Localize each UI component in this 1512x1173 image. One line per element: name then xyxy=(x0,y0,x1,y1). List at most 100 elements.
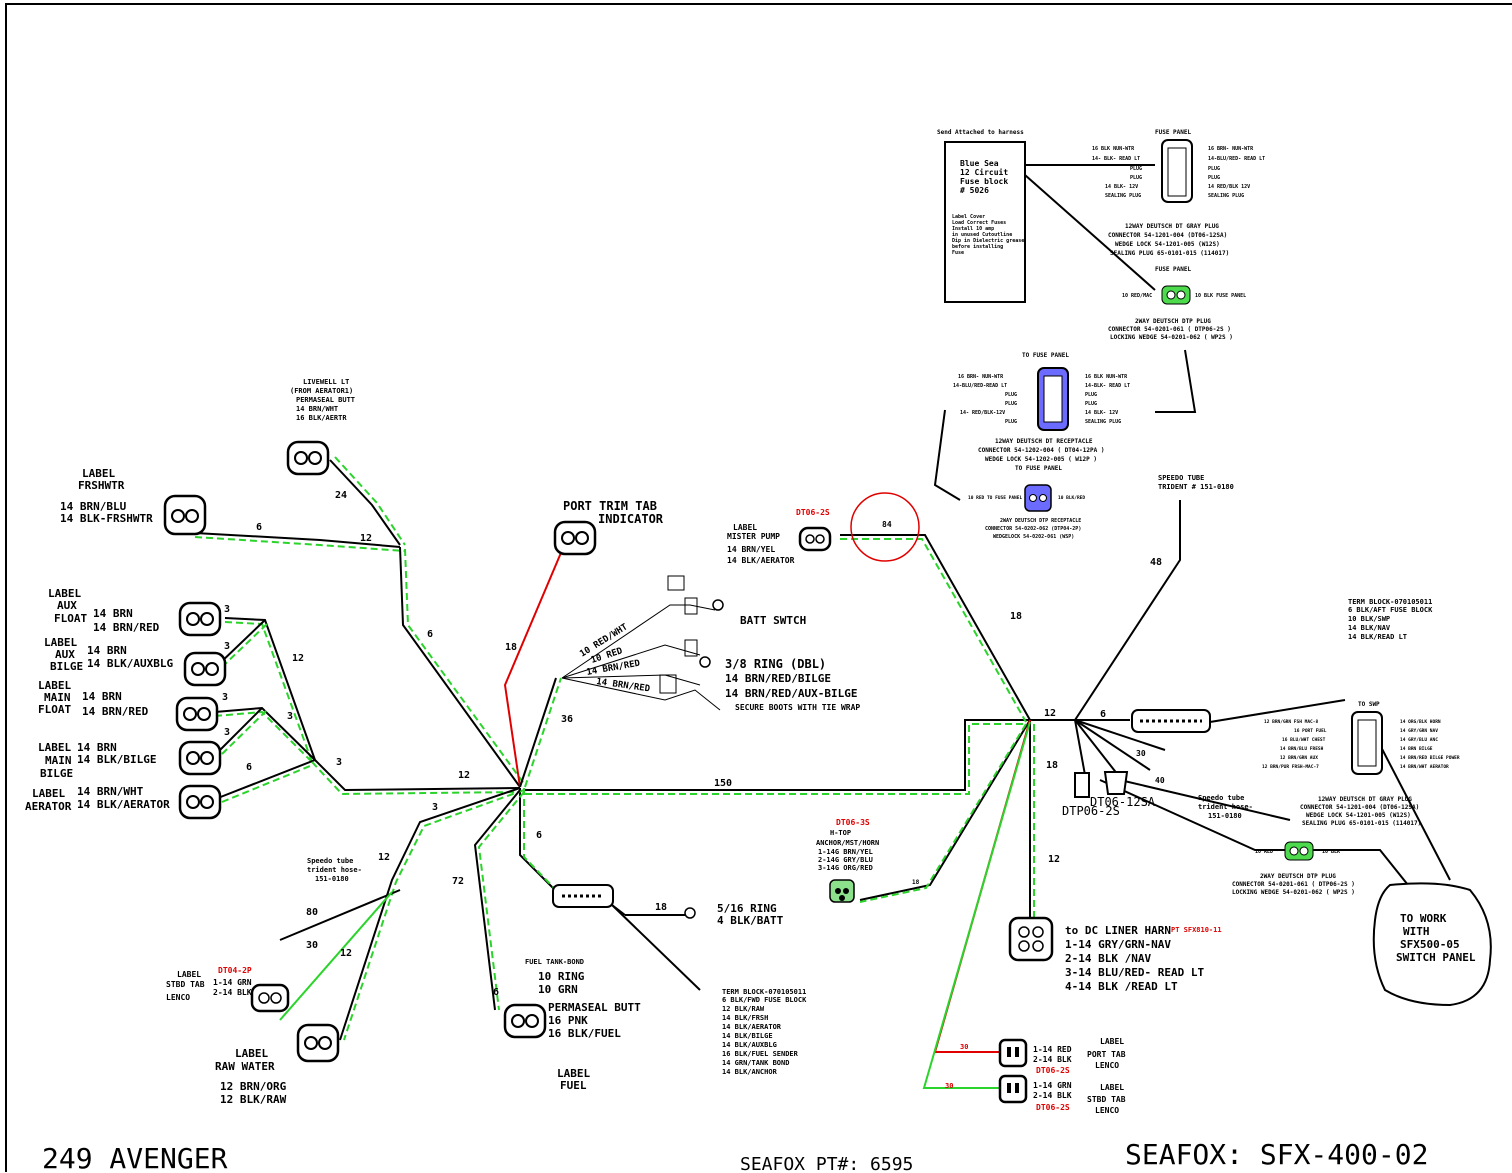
label-text: SEALING PLUG xyxy=(1208,193,1244,199)
label-text: FLOAT xyxy=(38,703,71,716)
label-text: 14 BRN xyxy=(82,690,122,703)
label-text: PLUG xyxy=(1005,419,1017,425)
mister-connector xyxy=(798,526,832,552)
labels: 249 AVENGER SEAFOX PT#: 6595 SEAFOX: SFX… xyxy=(25,129,1476,1173)
label-text: DT06-12SA xyxy=(1090,795,1156,809)
fuse-block-box xyxy=(944,141,1026,303)
label-text: trident hose- xyxy=(1198,803,1253,811)
label-text: CONNECTOR 54-1201-004 (DT06-12SA) xyxy=(1108,232,1227,239)
label-text: LOCKING WEDGE 54-0201-062 ( WP2S ) xyxy=(1110,334,1233,341)
title-drawing-number: SEAFOX: SFX-400-02 xyxy=(1125,1138,1428,1171)
dt06-12sa-connector xyxy=(1103,771,1129,795)
label-text: LENCO xyxy=(1095,1106,1119,1115)
label-text: 12 BRN/PUR FRSH-MAC-7 xyxy=(1262,764,1319,770)
label-text: 12 xyxy=(1048,854,1060,865)
label-text: FLOAT xyxy=(54,612,87,625)
label-text: 12 xyxy=(458,770,470,781)
label-text: 84 xyxy=(882,520,892,529)
dtp06-connector xyxy=(1074,772,1090,798)
label-text: 151-0180 xyxy=(315,875,349,883)
label-text: TRIDENT # 151-0180 xyxy=(1158,483,1234,491)
label-text: 14 BRN/WHT xyxy=(296,405,338,413)
label-text: 14-BLU/RED-READ LT xyxy=(953,383,1007,389)
label-text: 30 xyxy=(1136,749,1146,758)
label-text: 16 BLK/FUEL SENDER xyxy=(722,1050,799,1058)
label-text: 12 BLK/RAW xyxy=(722,1005,765,1013)
label-text: MAIN xyxy=(45,754,72,767)
stbd-tab-left-connector xyxy=(250,983,290,1013)
label-text: 12 Circuit xyxy=(960,167,1008,177)
label-text: Send Attached to harness xyxy=(937,129,1024,136)
label-text: PERMASEAL BUTT xyxy=(548,1001,641,1014)
label-text: PT SFX810-11 xyxy=(1171,926,1222,934)
label-text: Speedo tube xyxy=(307,857,353,865)
label-text: AERATOR xyxy=(25,800,72,813)
label-text: 4 BLK/BATT xyxy=(717,914,784,927)
label-text: 14 BLK/NAV xyxy=(1348,624,1391,632)
label-text: PLUG xyxy=(1005,392,1017,398)
label-text: 14 BRN/RED BILGE POWER xyxy=(1400,755,1460,761)
label-text: H-TOP xyxy=(830,829,851,837)
label-text: 14 BRN xyxy=(93,607,133,620)
dc-liner-connector xyxy=(1008,916,1054,962)
label-text: 6 xyxy=(1100,709,1106,720)
label-text: WITH xyxy=(1403,925,1430,938)
label-text: 18 xyxy=(912,879,920,886)
label-text: LABEL xyxy=(48,587,81,600)
fuse-panel-12way xyxy=(1161,139,1193,203)
to-work-cloud xyxy=(1372,882,1492,1007)
label-text: LABEL xyxy=(38,741,71,754)
label-text: RAW WATER xyxy=(215,1060,275,1073)
port-tab-connector xyxy=(998,1038,1028,1068)
label-text: 2WAY DEUTSCH DTP PLUG xyxy=(1260,873,1336,880)
label-text: CONNECTOR 54-1202-004 ( DT04-12PA ) xyxy=(978,447,1104,454)
label-text: 14 BLK/AUXBLG xyxy=(87,657,173,670)
label-text: SWITCH PANEL xyxy=(1396,951,1476,964)
label-text: 14 BLK/AERATOR xyxy=(722,1023,782,1031)
label-text: 16 BLK/AERTR xyxy=(296,414,347,422)
label-text: INDICATOR xyxy=(598,512,664,526)
label-text: FRSHWTR xyxy=(78,479,125,492)
fuse-2way-connector xyxy=(1161,285,1191,305)
label-text: BILGE xyxy=(40,767,73,780)
label-text: LOCKING WEDGE 54-0201-062 ( WP2S ) xyxy=(1232,889,1355,896)
label-text: 1-14 GRY/GRN-NAV xyxy=(1065,938,1171,951)
label-text: 3 xyxy=(336,757,342,768)
label-text: 6 xyxy=(246,762,252,773)
label-text: 16 BLU/WHT CHEST xyxy=(1282,737,1326,743)
label-text: 36 xyxy=(561,714,573,725)
label-text: 14 BRN/YEL xyxy=(727,545,775,554)
label-text: FUSE PANEL xyxy=(1155,266,1192,273)
label-text: Fuse xyxy=(952,250,964,256)
label-text: 14 BLK-FRSHWTR xyxy=(60,512,153,525)
label-text: 14 BRN/RED xyxy=(82,705,149,718)
label-text: PORT TRIM TAB xyxy=(563,499,657,513)
label-text: Load Correct Fuses xyxy=(952,220,1006,226)
label-text: 12 xyxy=(292,653,304,664)
label-text: SEALING PLUG 65-0101-015 (114017) xyxy=(1110,250,1229,257)
label-text: 14 BRN BILGE xyxy=(1400,746,1433,752)
label-text: LABEL xyxy=(82,467,115,480)
label-text: 14 BRN/BLU xyxy=(60,500,127,513)
label-text: 6 xyxy=(536,830,542,841)
label-text: FUEL TANK-BOND xyxy=(525,958,584,966)
label-text: Dip in Dielectric grease xyxy=(952,238,1024,244)
label-text: LABEL xyxy=(32,787,65,800)
wire-bundles xyxy=(194,164,1451,1089)
label-text: LENCO xyxy=(166,993,190,1002)
to-swp-12way xyxy=(1351,711,1383,775)
label-text: ANCHOR/MST/HORN xyxy=(816,839,879,847)
label-text: 10 RED/MAC xyxy=(1122,293,1152,299)
label-text: 2WAY DEUTSCH DTP PLUG xyxy=(1135,318,1211,325)
label-text: (FROM AERATOR1) xyxy=(290,387,353,395)
label-text: STBD TAB xyxy=(166,980,205,989)
label-text: 14 BLK/AERATOR xyxy=(727,556,795,565)
label-text: LABEL xyxy=(177,970,201,979)
label-text: 3 xyxy=(222,692,228,703)
label-text: AUX xyxy=(55,648,75,661)
label-text: 16 BLK NUN-WTR xyxy=(1092,146,1135,152)
label-text: 1-14 GRN xyxy=(1033,1081,1072,1090)
label-text: LENCO xyxy=(1095,1061,1119,1070)
livewell-connector xyxy=(286,440,330,476)
